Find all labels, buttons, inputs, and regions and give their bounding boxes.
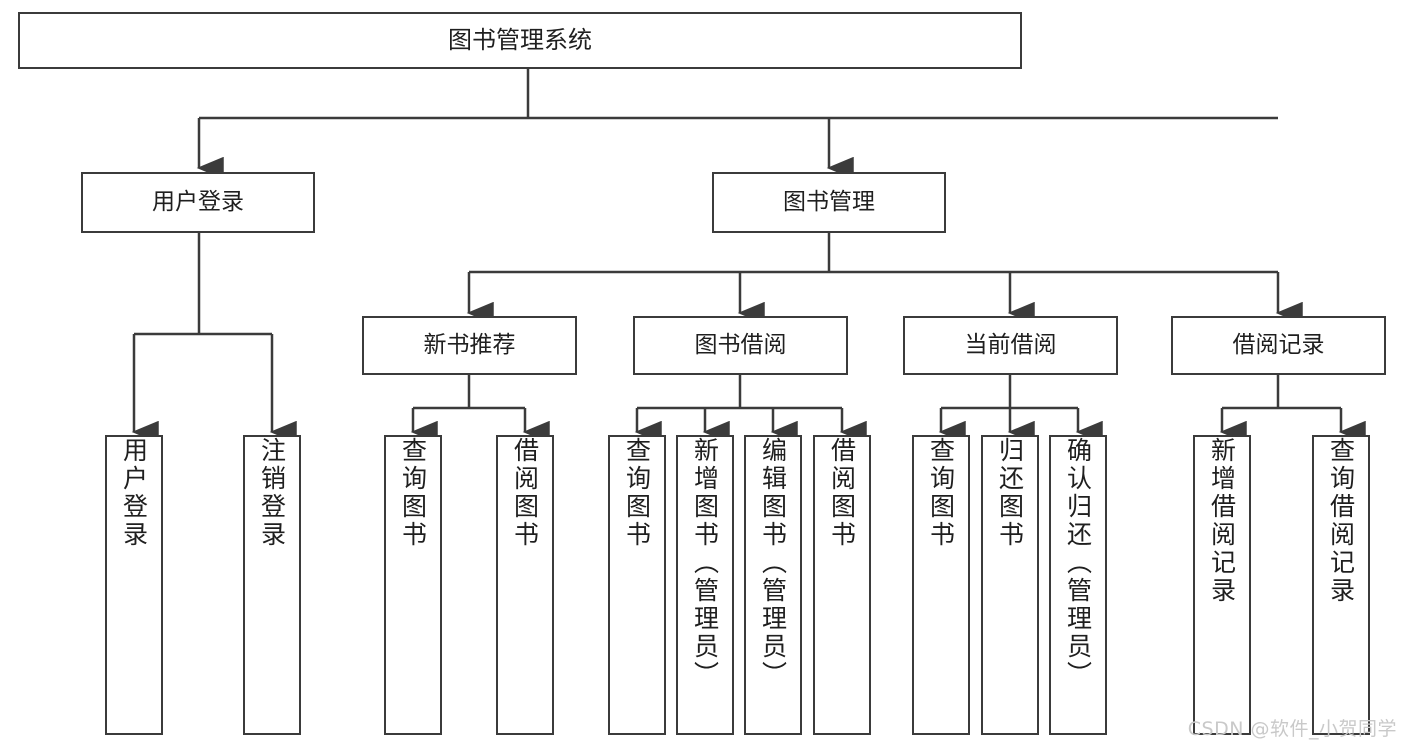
leaf-borrow-book[interactable]: 借阅图书: [813, 435, 871, 735]
node-book-borrow[interactable]: 图书借阅: [633, 316, 848, 375]
node-label: 用户登录: [152, 188, 244, 215]
node-label: 编辑图书（管理员）: [758, 437, 788, 689]
node-user-login[interactable]: 用户登录: [81, 172, 315, 233]
leaf-logout[interactable]: 注销登录: [243, 435, 301, 735]
node-label: 归还图书: [995, 437, 1025, 549]
leaf-return-book[interactable]: 归还图书: [981, 435, 1039, 735]
leaf-query-borrow-record[interactable]: 查询借阅记录: [1312, 435, 1370, 735]
node-label: 查询图书: [926, 437, 956, 549]
node-label: 用户登录: [119, 437, 149, 549]
node-label: 新书推荐: [423, 331, 516, 358]
node-label: 图书管理系统: [448, 26, 592, 55]
node-label: 当前借阅: [964, 331, 1057, 358]
node-label: 借阅图书: [827, 437, 857, 549]
leaf-query-book-borrow[interactable]: 查询图书: [608, 435, 666, 735]
node-label: 借阅记录: [1232, 331, 1325, 358]
leaf-confirm-return-admin[interactable]: 确认归还（管理员）: [1049, 435, 1107, 735]
leaf-add-borrow-record[interactable]: 新增借阅记录: [1193, 435, 1251, 735]
node-label: 图书借阅: [694, 331, 787, 358]
node-borrow-record[interactable]: 借阅记录: [1171, 316, 1386, 375]
node-label: 确认归还（管理员）: [1063, 437, 1093, 689]
leaf-edit-book-admin[interactable]: 编辑图书（管理员）: [744, 435, 802, 735]
node-label: 查询图书: [398, 437, 428, 549]
leaf-query-book-current[interactable]: 查询图书: [912, 435, 970, 735]
node-label: 查询借阅记录: [1326, 437, 1356, 605]
node-label: 借阅图书: [510, 437, 540, 549]
node-current-borrow[interactable]: 当前借阅: [903, 316, 1118, 375]
leaf-borrow-book-recommend[interactable]: 借阅图书: [496, 435, 554, 735]
node-label: 图书管理: [783, 188, 875, 215]
watermark-text: CSDN @软件_小贺同学: [1187, 718, 1397, 740]
leaf-query-book-recommend[interactable]: 查询图书: [384, 435, 442, 735]
node-book-management[interactable]: 图书管理: [712, 172, 946, 233]
node-root-system[interactable]: 图书管理系统: [18, 12, 1022, 69]
node-label: 新增借阅记录: [1207, 437, 1237, 605]
node-label: 新增图书（管理员）: [690, 437, 720, 689]
node-label: 注销登录: [257, 437, 287, 549]
leaf-add-book-admin[interactable]: 新增图书（管理员）: [676, 435, 734, 735]
node-label: 查询图书: [622, 437, 652, 549]
node-new-book-recommend[interactable]: 新书推荐: [362, 316, 577, 375]
leaf-user-login[interactable]: 用户登录: [105, 435, 163, 735]
